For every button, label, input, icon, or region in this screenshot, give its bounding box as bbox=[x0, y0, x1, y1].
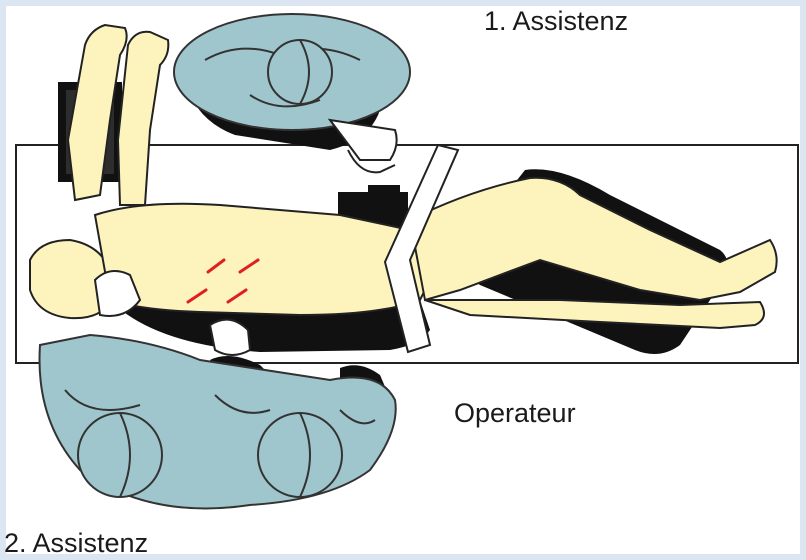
assistant-1-label: 1. Assistenz bbox=[484, 6, 628, 37]
operator-label: Operateur bbox=[454, 398, 576, 429]
assistant-2-label: 2. Assistenz bbox=[4, 528, 148, 559]
